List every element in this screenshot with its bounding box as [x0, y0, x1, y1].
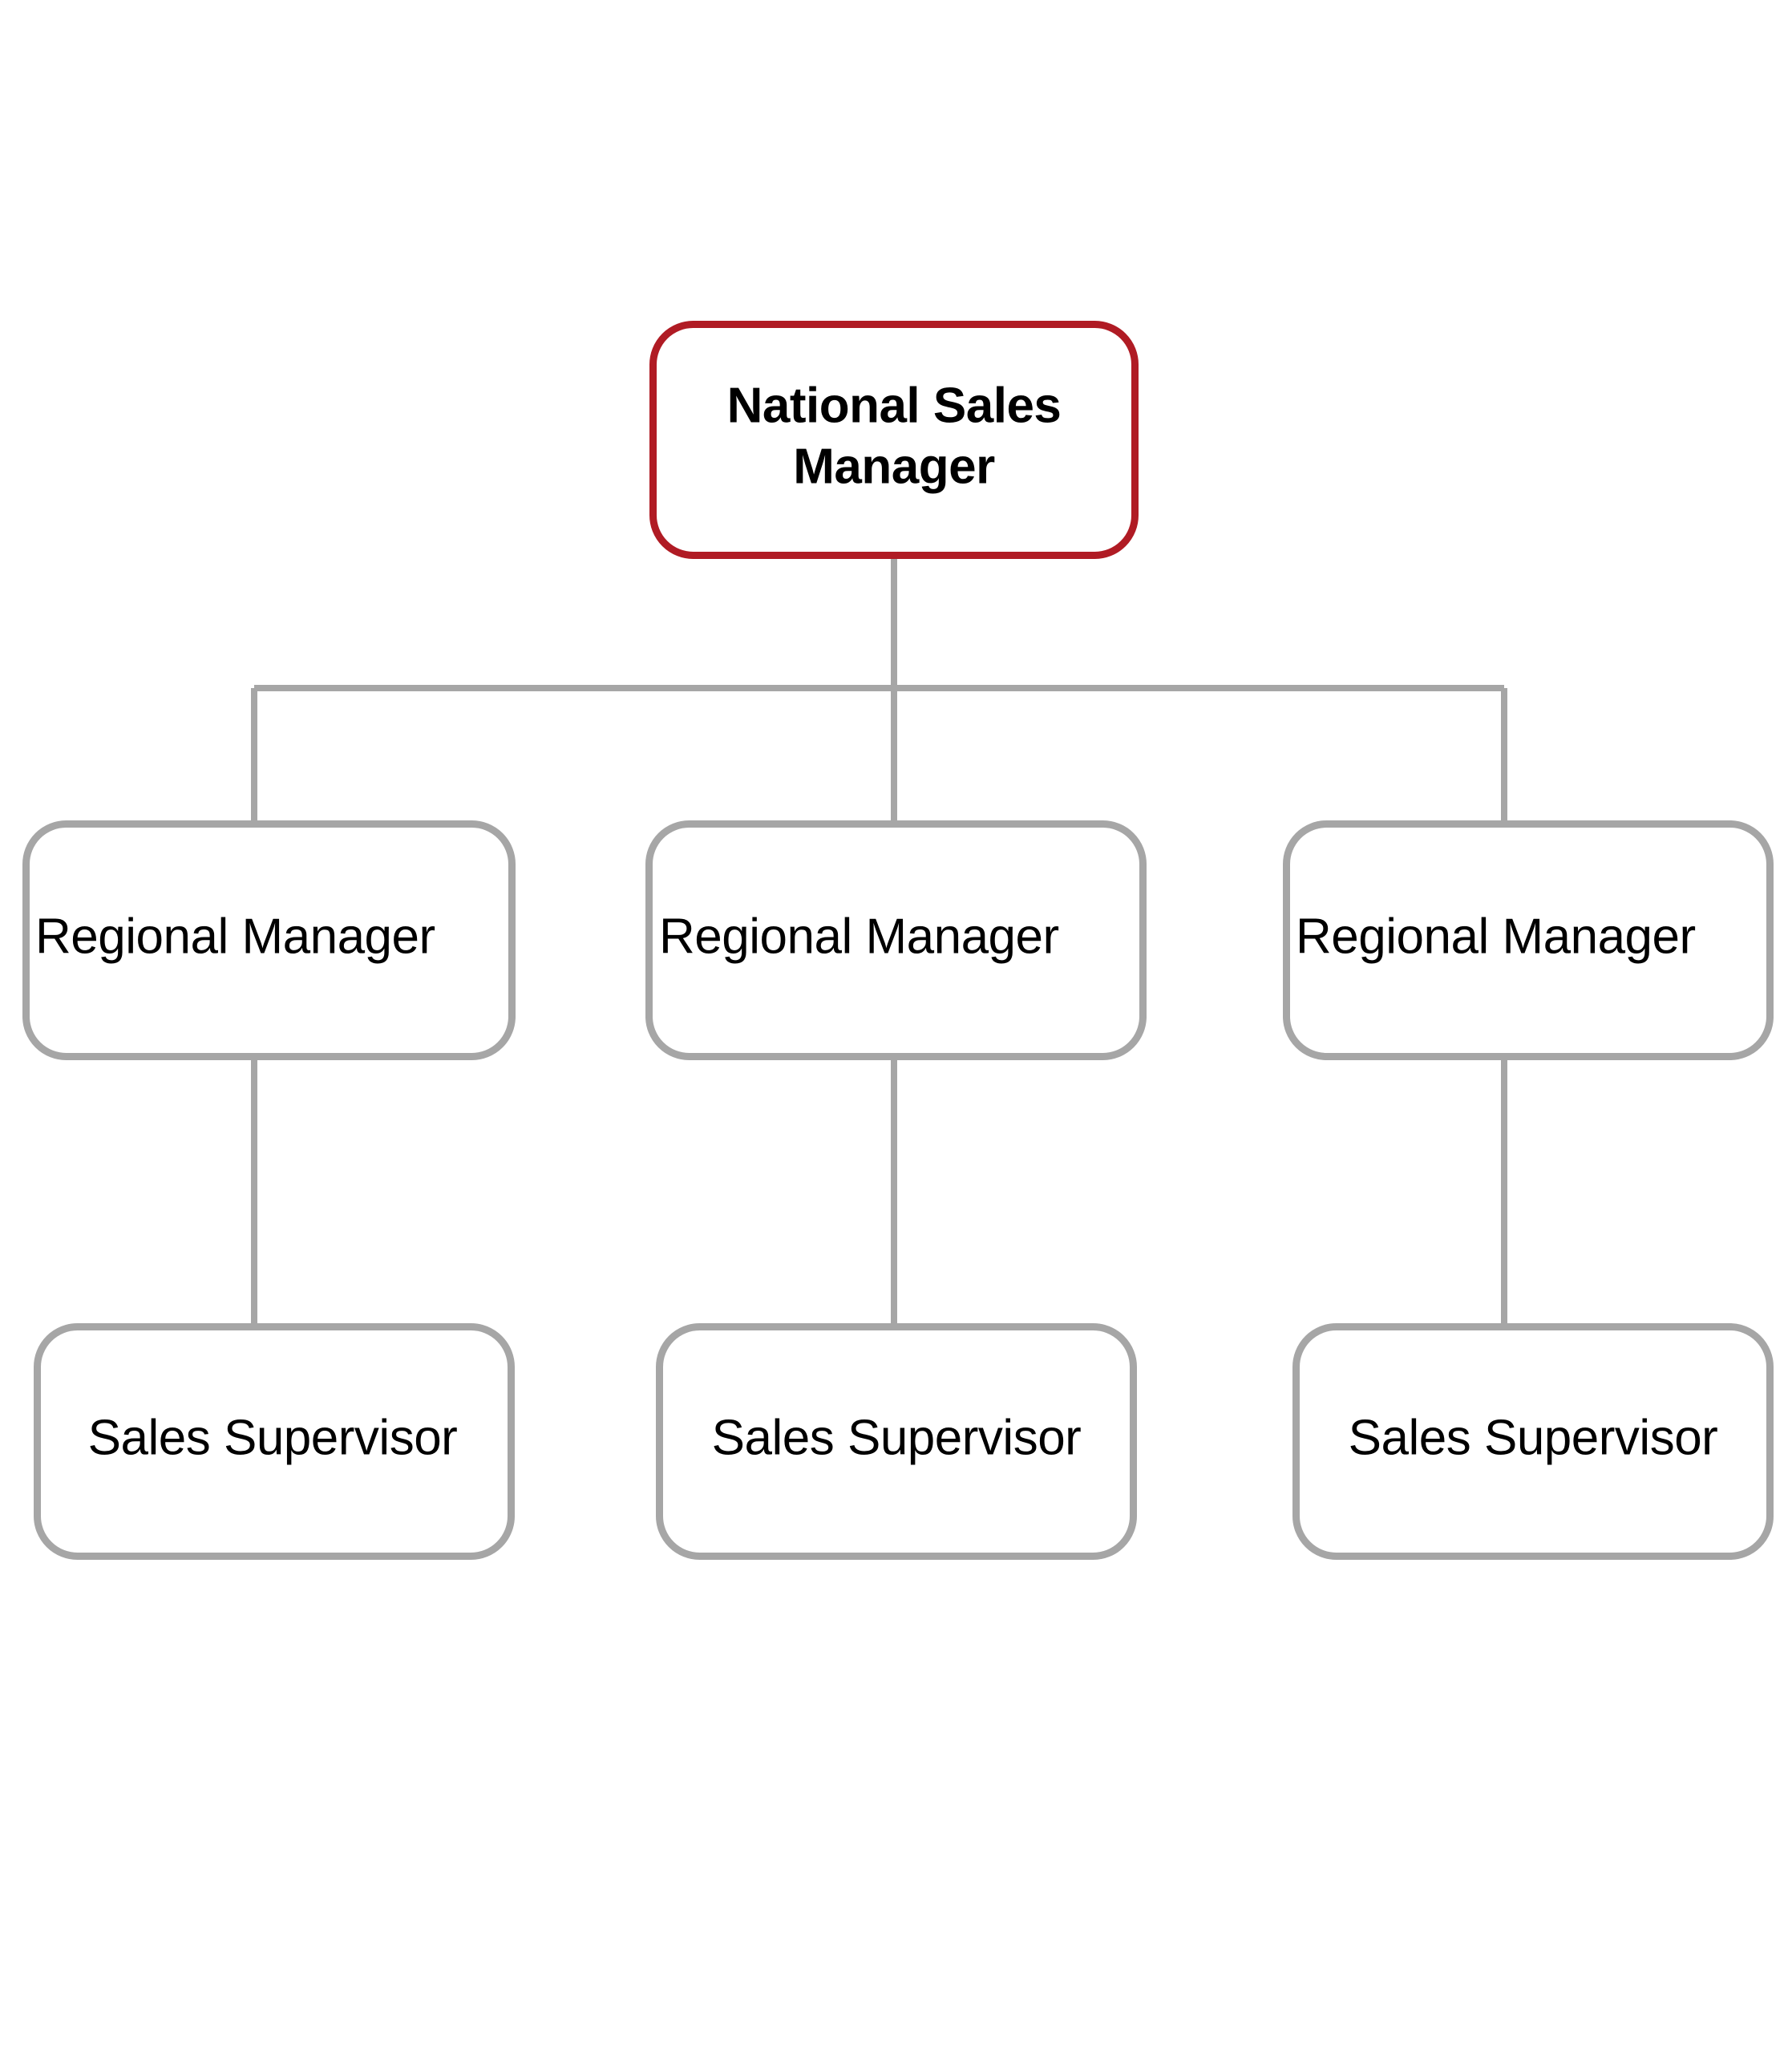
node-box-rm2[interactable]: [645, 820, 1147, 1060]
node-label-ss2: Sales Supervisor: [712, 1411, 1082, 1466]
node-rm3[interactable]: Regional Manager: [1283, 820, 1774, 1060]
connector-layer: [251, 559, 1507, 1323]
node-ss1[interactable]: Sales Supervisor: [34, 1323, 515, 1560]
node-box-rm3[interactable]: [1283, 820, 1774, 1060]
node-label-line: Manager: [793, 439, 995, 495]
node-label-line: Sales Supervisor: [88, 1411, 458, 1466]
node-label-line: Regional Manager: [659, 909, 1059, 965]
node-rm2[interactable]: Regional Manager: [645, 820, 1147, 1060]
node-label-line: Regional Manager: [35, 909, 435, 965]
node-box-ss2[interactable]: [656, 1323, 1137, 1560]
node-label-rm2: Regional Manager: [659, 909, 1059, 965]
node-ss2[interactable]: Sales Supervisor: [656, 1323, 1137, 1560]
node-ss3[interactable]: Sales Supervisor: [1292, 1323, 1774, 1560]
node-box-rm1[interactable]: [22, 820, 516, 1060]
node-box-root[interactable]: [649, 321, 1139, 559]
node-rm1[interactable]: Regional Manager: [22, 820, 516, 1060]
node-box-ss1[interactable]: [34, 1323, 515, 1560]
node-label-line: Regional Manager: [1296, 909, 1696, 965]
node-label-line: National Sales: [727, 379, 1062, 434]
node-label-ss1: Sales Supervisor: [88, 1411, 458, 1466]
node-label-line: Sales Supervisor: [1349, 1411, 1718, 1466]
node-box-ss3[interactable]: [1292, 1323, 1774, 1560]
node-label-ss3: Sales Supervisor: [1349, 1411, 1718, 1466]
node-label-rm3: Regional Manager: [1296, 909, 1696, 965]
node-label-line: Sales Supervisor: [712, 1411, 1082, 1466]
node-label-rm1: Regional Manager: [35, 909, 435, 965]
